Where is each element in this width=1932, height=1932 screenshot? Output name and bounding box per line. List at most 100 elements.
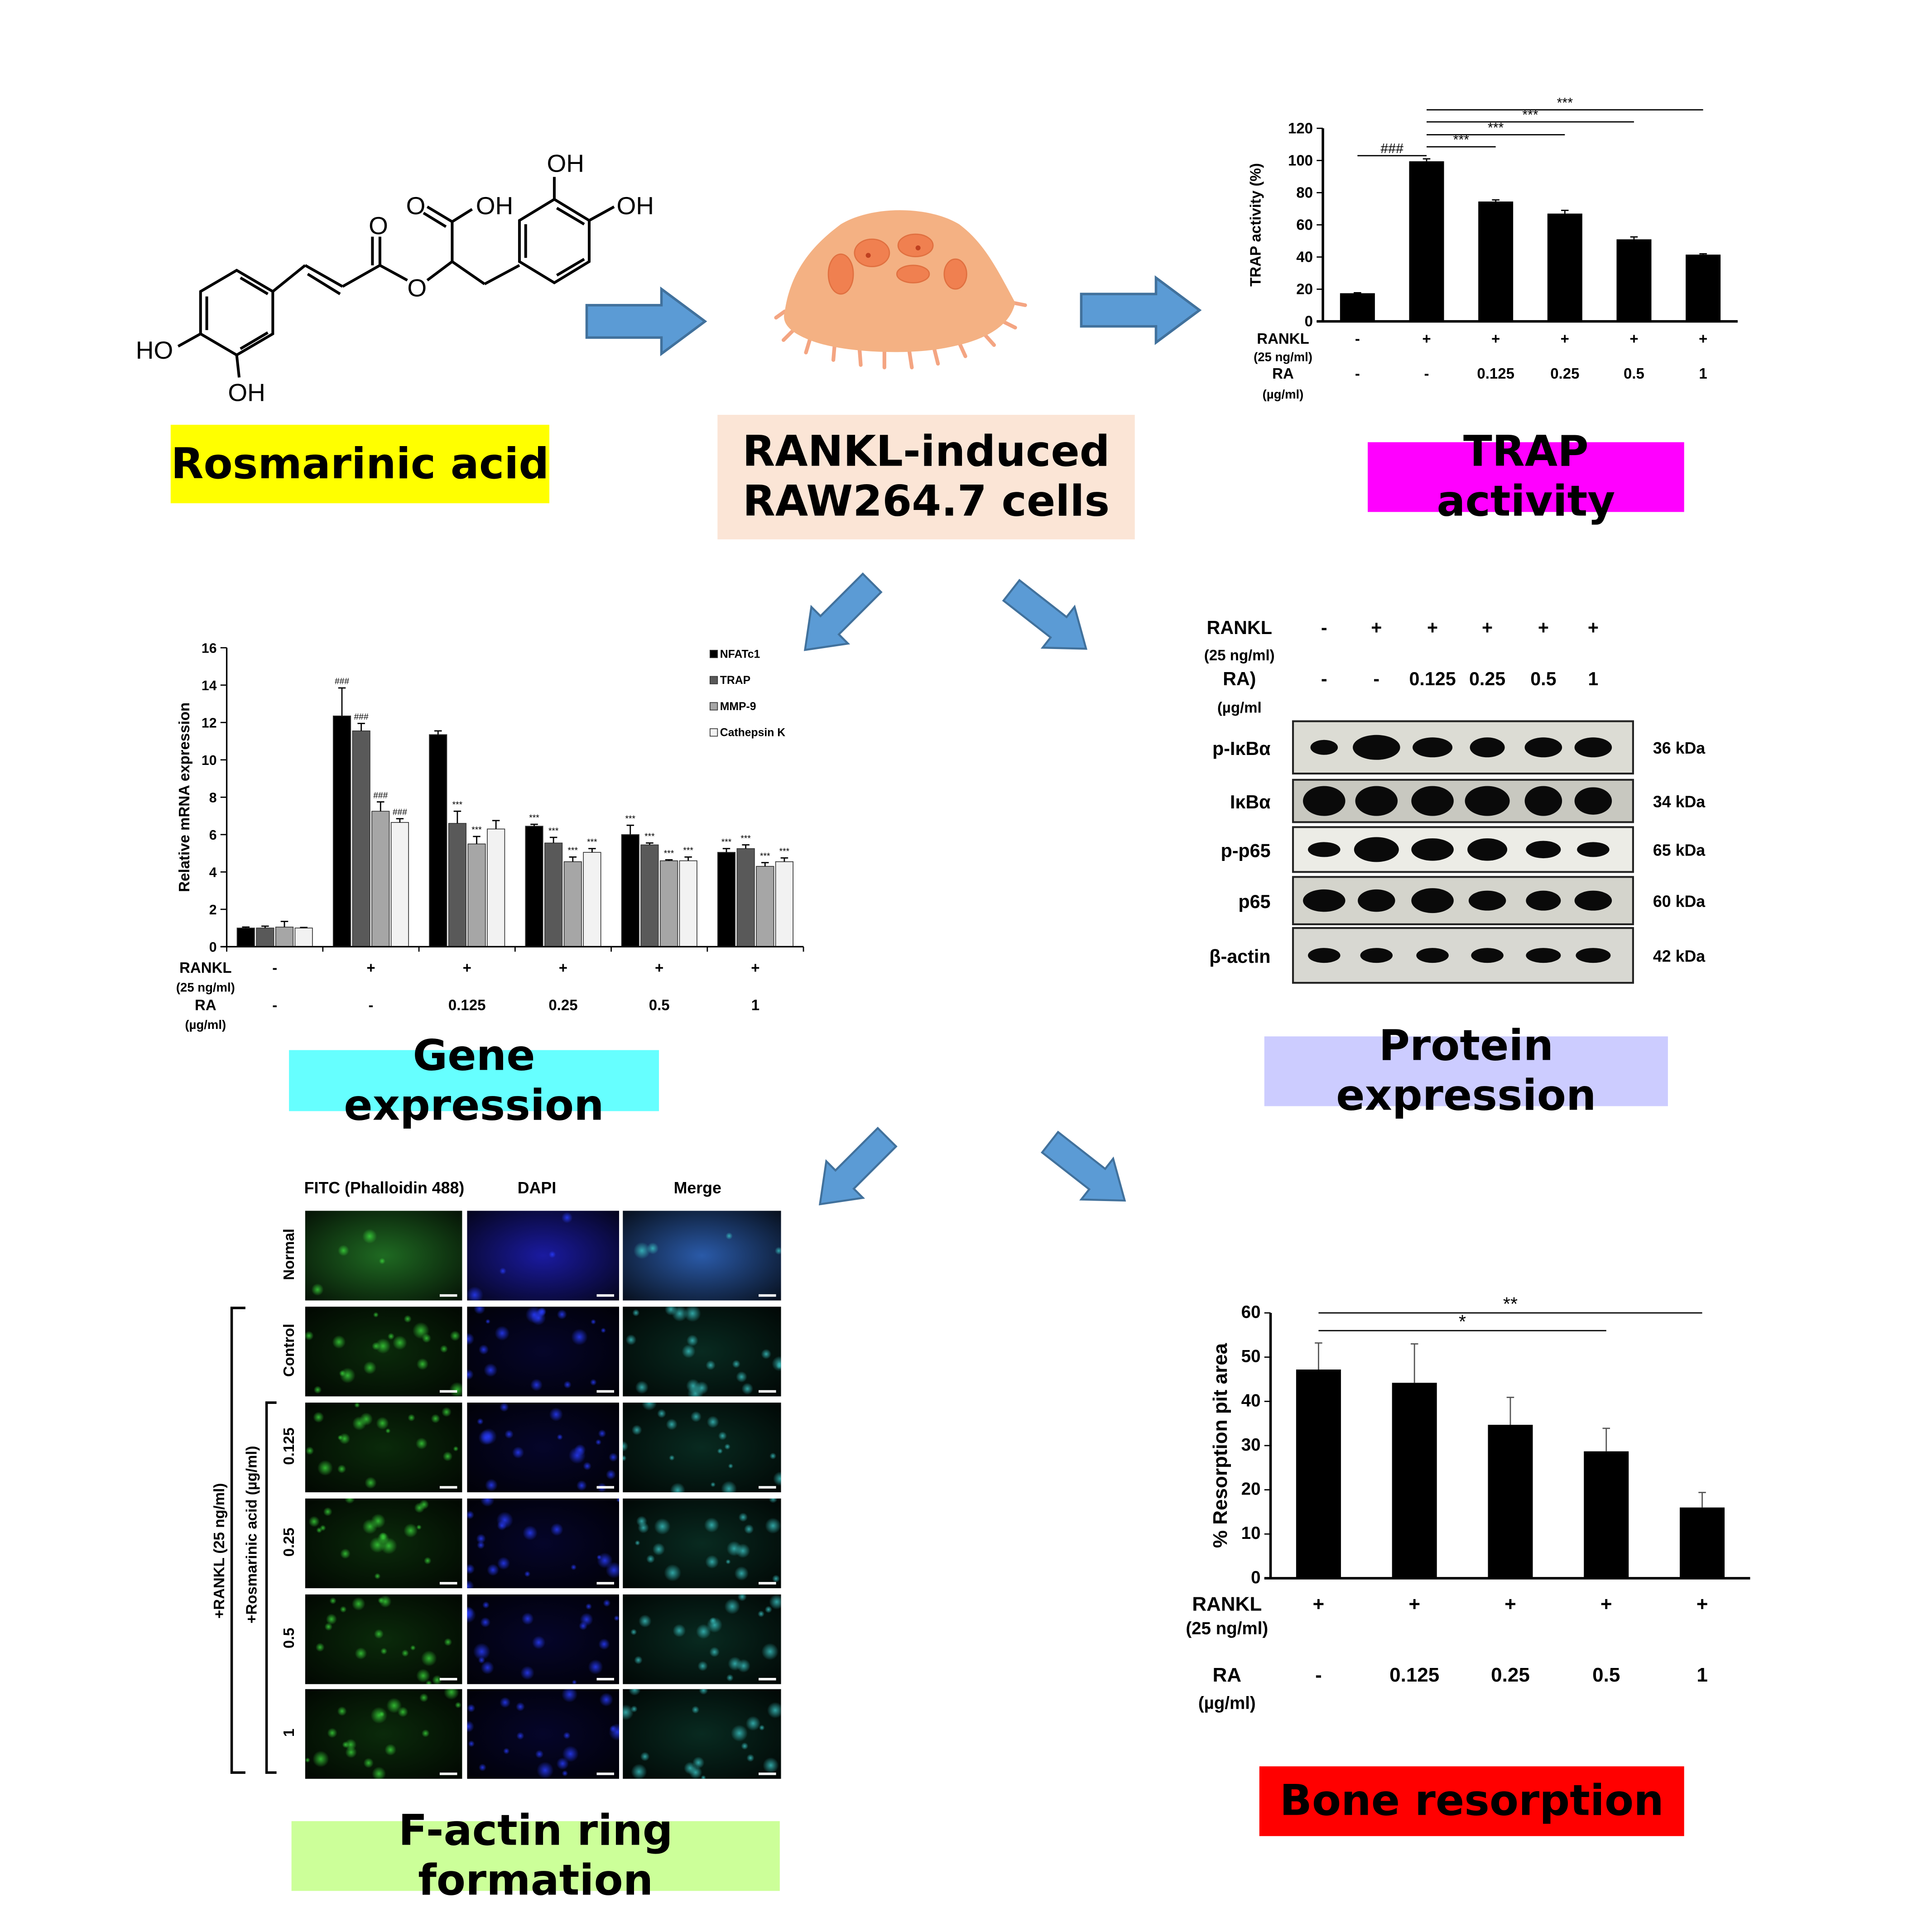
condition-value: 0.5 — [1624, 365, 1644, 382]
atom-label-ho: HO — [136, 336, 173, 364]
condition-value: + — [1491, 330, 1500, 347]
y-tick-label: 16 — [202, 641, 217, 656]
protein-band — [1574, 737, 1612, 758]
protein-band — [1574, 787, 1612, 815]
row-label: RA) — [1223, 668, 1256, 689]
lane-value: + — [1538, 617, 1549, 638]
condition-value: - — [272, 997, 277, 1014]
rosmarinic-acid-label: Rosmarinic acid — [170, 424, 549, 504]
condition-value: - — [368, 997, 373, 1014]
lane-value: - — [1321, 668, 1327, 689]
protein-band — [1465, 786, 1510, 816]
dapi-image — [467, 1498, 619, 1588]
scale-bar — [759, 1390, 776, 1393]
gene-expression-chart: 0246810121416###*********###************… — [176, 641, 804, 1032]
y-tick-label: 30 — [1241, 1435, 1261, 1455]
condition-value: + — [1697, 1593, 1708, 1615]
arrow-down-right-icon — [995, 570, 1102, 669]
y-tick-label: 40 — [1241, 1391, 1261, 1410]
legend-swatch — [709, 676, 718, 684]
protein-label: β-actin — [1209, 946, 1270, 967]
condition-value: 0.25 — [1491, 1664, 1530, 1686]
legend-swatch — [709, 702, 718, 711]
atom-label-oh: OH — [476, 192, 513, 220]
atom-label-oh: OH — [616, 192, 654, 220]
f-actin-label: F-actin ring formation — [291, 1806, 780, 1906]
row-sublabel: (25 ng/ml) — [1254, 350, 1312, 364]
atom-label-o: O — [406, 192, 426, 220]
y-tick-label: 40 — [1296, 249, 1313, 265]
bar-trap-activity — [1478, 201, 1514, 322]
row-sublabel: (µg/ml) — [185, 1018, 226, 1032]
row-label: RA — [1272, 365, 1294, 382]
protein-band — [1411, 888, 1454, 913]
protein-band — [1303, 889, 1346, 912]
y-tick-label: 120 — [1288, 120, 1313, 136]
condition-value: + — [463, 959, 471, 976]
significance-label: ### — [1380, 141, 1403, 156]
protein-label: p-p65 — [1221, 840, 1270, 861]
condition-value: + — [1313, 1593, 1325, 1615]
condition-value: + — [1699, 330, 1707, 347]
scale-bar — [596, 1677, 614, 1681]
fitc-image — [305, 1498, 462, 1588]
significance-marker: *** — [644, 832, 655, 841]
fitc-image — [305, 1307, 462, 1397]
scale-bar — [439, 1486, 457, 1489]
bar-trap-activity — [1616, 239, 1652, 322]
legend-swatch — [709, 728, 718, 737]
y-tick-label: 80 — [1296, 184, 1313, 201]
y-tick-label: 14 — [202, 678, 217, 693]
bar-nfatc1 — [525, 826, 543, 947]
bar-trap-activity — [1409, 161, 1444, 322]
significance-marker: ### — [393, 808, 407, 817]
scale-bar — [596, 1486, 614, 1489]
bar-cathepsin-k — [583, 852, 601, 947]
arrow-down-right-icon — [1034, 1122, 1140, 1221]
atom-label-oh: OH — [228, 379, 265, 407]
column-header: FITC (Phalloidin 488) — [304, 1178, 465, 1197]
raw-cells-label-line2: RAW264.7 cells — [742, 477, 1110, 527]
significance-marker: *** — [568, 846, 578, 855]
row-sublabel: (25 ng/ml) — [176, 980, 235, 994]
lane-value: - — [1321, 617, 1327, 638]
y-tick-label: 8 — [209, 790, 217, 805]
condition-value: 0.125 — [1389, 1664, 1439, 1686]
significance-marker: ### — [335, 677, 349, 687]
protein-band — [1574, 890, 1612, 911]
scale-bar — [439, 1294, 457, 1297]
y-tick-label: 10 — [1241, 1523, 1261, 1543]
condition-value: 0.5 — [1592, 1664, 1620, 1686]
merge-image — [623, 1689, 781, 1779]
bar-mmp-9 — [563, 861, 582, 947]
y-tick-label: 10 — [202, 753, 217, 768]
dapi-image — [467, 1211, 619, 1301]
atom-label-oh: OH — [547, 149, 584, 178]
y-tick-label: 20 — [1241, 1480, 1261, 1499]
condition-value: - — [1355, 330, 1360, 347]
bar-trap-activity — [1547, 213, 1582, 322]
y-tick-label: 0 — [209, 940, 217, 955]
dapi-image — [467, 1307, 619, 1397]
merge-image — [623, 1498, 781, 1588]
condition-value: 0.25 — [548, 997, 577, 1014]
y-tick-label: 60 — [1241, 1302, 1261, 1322]
significance-label: *** — [1488, 120, 1504, 135]
bracket-label-rankl: +RANKL (25 ng/ml) — [211, 1483, 227, 1619]
legend-label: TRAP — [720, 674, 750, 687]
significance-marker: ### — [354, 712, 369, 722]
scale-bar — [439, 1677, 457, 1681]
row-label: RA — [195, 997, 216, 1014]
bar-trap — [640, 844, 659, 947]
condition-value: + — [1600, 1593, 1612, 1615]
significance-marker: ### — [373, 791, 388, 800]
bar-cathepsin-k — [679, 860, 697, 947]
significance-marker: *** — [760, 851, 770, 861]
molecular-weight-label: 65 kDa — [1653, 841, 1706, 860]
atom-label-o: O — [369, 211, 388, 240]
trap-activity-label: TRAP activity — [1368, 427, 1684, 527]
protein-band — [1470, 737, 1505, 758]
merge-image — [623, 1211, 781, 1301]
lane-value: + — [1588, 617, 1599, 638]
